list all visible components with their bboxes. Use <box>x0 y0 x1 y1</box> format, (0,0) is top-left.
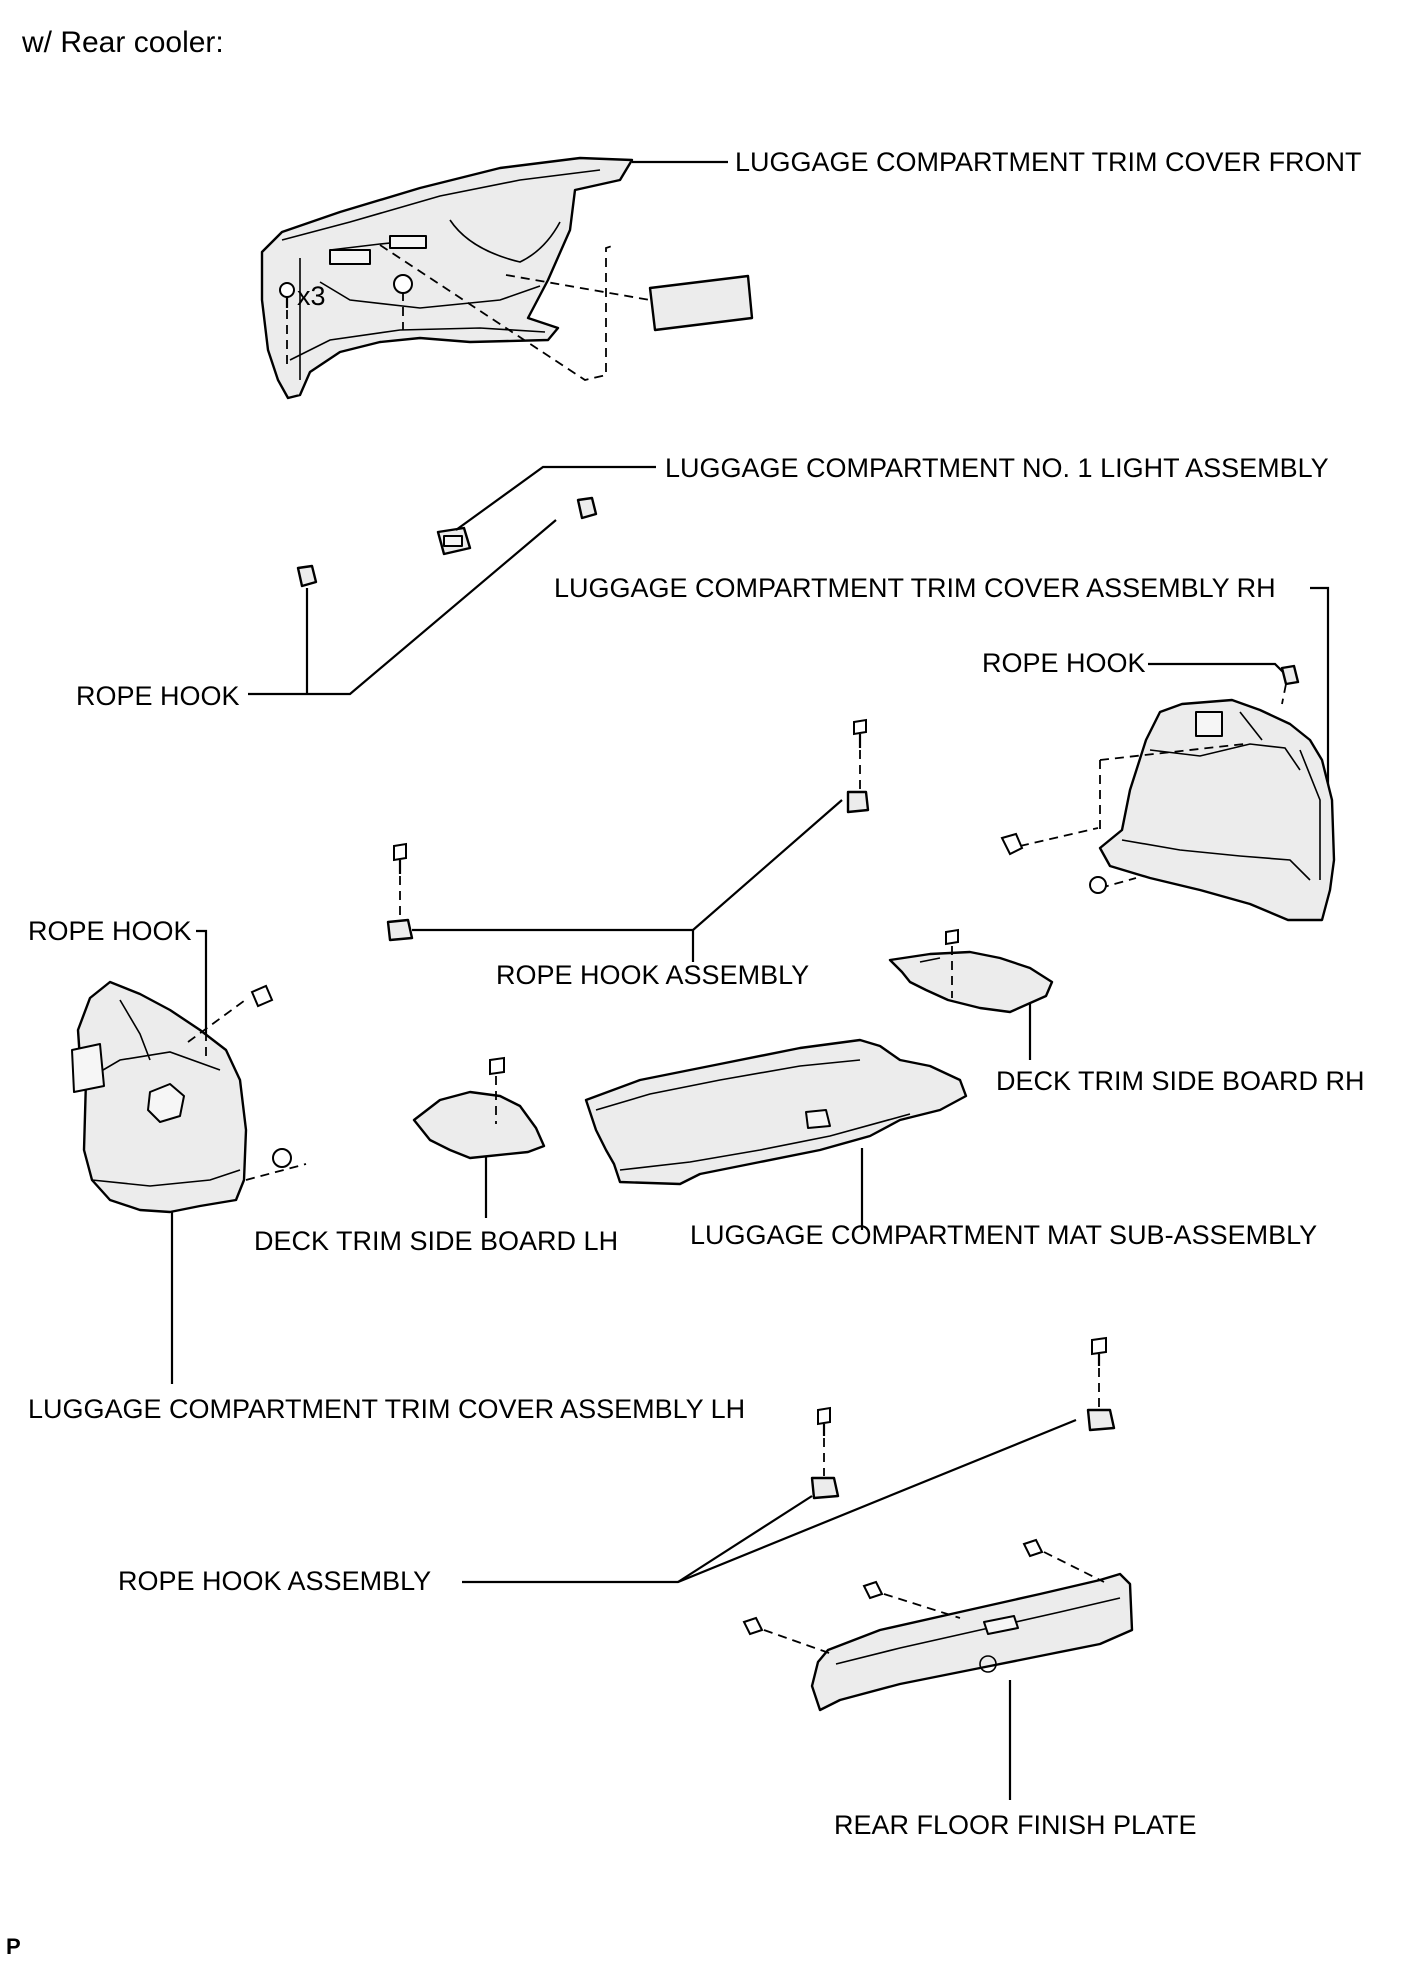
bolt-fastener <box>1022 1538 1044 1558</box>
bolt-fastener <box>489 1056 505 1076</box>
trim-cover-front-part <box>260 156 634 400</box>
label-rope-hook-assembly-low: ROPE HOOK ASSEMBLY <box>118 1566 431 1596</box>
label-rope-hook-rh: ROPE HOOK <box>982 648 1146 678</box>
rope-hook-part <box>296 564 318 588</box>
bolt-fastener <box>250 984 274 1008</box>
label-rope-hook-upper-left: ROPE HOOK <box>76 681 240 711</box>
clip-fastener <box>272 1148 292 1168</box>
label-trim-cover-rh: LUGGAGE COMPARTMENT TRIM COVER ASSEMBLY … <box>554 573 1276 603</box>
footer-code: P <box>6 1934 21 1959</box>
trim-cover-rh-part <box>1098 698 1336 922</box>
bolt-fastener <box>817 1406 831 1436</box>
label-rope-hook-assembly-mid: ROPE HOOK ASSEMBLY <box>496 960 809 990</box>
label-deck-board-rh: DECK TRIM SIDE BOARD RH <box>996 1066 1365 1096</box>
label-mat-sub-assembly: LUGGAGE COMPARTMENT MAT SUB-ASSEMBLY <box>690 1220 1317 1250</box>
trim-cover-front-lens <box>648 274 754 332</box>
rope-hook-assembly-part <box>810 1476 840 1500</box>
rope-hook-assembly-part <box>386 918 414 942</box>
push-clip-fastener <box>279 282 295 308</box>
label-trim-cover-lh: LUGGAGE COMPARTMENT TRIM COVER ASSEMBLY … <box>28 1394 745 1424</box>
label-deck-board-lh: DECK TRIM SIDE BOARD LH <box>254 1226 618 1256</box>
bolt-fastener <box>945 928 959 946</box>
rear-floor-finish-plate-part <box>810 1572 1134 1712</box>
bolt-fastener <box>1091 1336 1107 1366</box>
light-assembly-part <box>436 526 472 556</box>
rope-hook-assembly-part <box>846 790 870 814</box>
label-light-assembly: LUGGAGE COMPARTMENT NO. 1 LIGHT ASSEMBLY <box>665 453 1329 483</box>
bolt-fastener <box>393 842 407 874</box>
luggage-mat-part <box>584 1038 968 1186</box>
deck-trim-side-board-lh-part <box>412 1090 546 1160</box>
diagram-title: w/ Rear cooler: <box>21 26 224 59</box>
bolt-fastener <box>742 1616 764 1636</box>
deck-trim-side-board-rh-part <box>888 950 1054 1014</box>
rope-hook-assembly-part <box>1086 1408 1116 1432</box>
rope-hook-part <box>576 496 598 520</box>
bolt-fastener <box>862 1580 884 1600</box>
label-qty-x3: x3 <box>297 281 326 311</box>
bolt-fastener <box>1000 832 1024 856</box>
trim-cover-lh-part <box>71 980 248 1214</box>
label-rope-hook-lh: ROPE HOOK <box>28 916 192 946</box>
label-rear-floor-plate: REAR FLOOR FINISH PLATE <box>834 1810 1197 1840</box>
clip-fastener <box>393 274 413 294</box>
bolt-fastener <box>853 718 867 748</box>
rope-hook-part <box>1280 664 1300 686</box>
clip-fastener <box>1089 876 1107 894</box>
label-trim-cover-front: LUGGAGE COMPARTMENT TRIM COVER FRONT <box>735 147 1362 177</box>
